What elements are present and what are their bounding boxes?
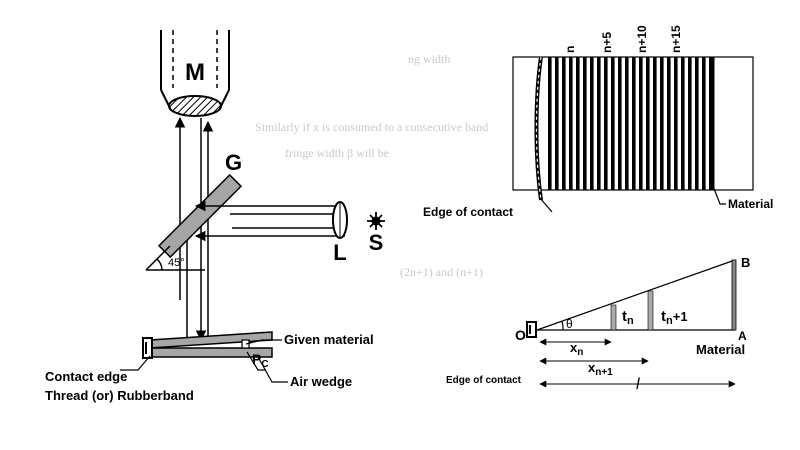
- air-wedge-label: Air wedge: [290, 374, 352, 389]
- fringe-label-n: n: [563, 46, 577, 53]
- dark-fringe: [576, 57, 580, 190]
- dark-fringe: [681, 57, 685, 190]
- thread-label: Thread (or) Rubberband: [45, 388, 194, 403]
- microscope-label: M: [185, 59, 205, 86]
- dark-fringe: [646, 57, 650, 190]
- wedge-top: [536, 259, 736, 331]
- dark-fringe: [611, 57, 615, 190]
- air-wedge-setup: M G L: [45, 30, 385, 403]
- dark-fringe: [583, 57, 587, 190]
- dark-fringe: [667, 57, 671, 190]
- dark-fringe: [653, 57, 657, 190]
- thread-band: [142, 337, 153, 359]
- background-text-2: fringe width β will be: [285, 146, 390, 160]
- dark-fringe: [639, 57, 643, 190]
- t-n1-label: tn+1: [661, 308, 688, 327]
- length-label: l: [636, 376, 640, 393]
- point-b-label: B: [741, 255, 750, 270]
- dark-fringe: [674, 57, 678, 190]
- t-n-label: tn: [622, 308, 634, 327]
- microscope: [160, 30, 230, 117]
- horizontal-beams: [194, 200, 345, 242]
- dark-fringe: [590, 57, 594, 190]
- source-label: S: [369, 230, 384, 255]
- theta-label: θ: [566, 317, 573, 331]
- background-text-3: (2n+1) and (n+1): [400, 265, 483, 279]
- dark-fringe: [548, 57, 552, 190]
- edge-of-contact-label: Edge of contact: [423, 205, 513, 219]
- dark-fringe: [702, 57, 706, 190]
- dark-fringe: [709, 57, 713, 190]
- thickness-t-n: [610, 304, 617, 331]
- dark-fringe: [618, 57, 622, 190]
- dark-fringe: [555, 57, 559, 190]
- dark-fringe: [597, 57, 601, 190]
- lens-label: L: [333, 240, 346, 265]
- angle-label: 45°: [168, 257, 185, 269]
- dark-fringe: [632, 57, 636, 190]
- sun-source-icon: [367, 212, 385, 230]
- contact-edge-label: Contact edge: [45, 369, 127, 384]
- contact-edge-icon: [526, 321, 537, 338]
- dark-fringe: [695, 57, 699, 190]
- plate-contact-label: PC: [252, 351, 269, 370]
- fringe-label-n5: n+5: [600, 32, 614, 53]
- fringe-lines: [548, 57, 713, 190]
- given-material-label: Given material: [284, 332, 374, 347]
- dark-fringe: [562, 57, 566, 190]
- material-bar: [731, 259, 737, 331]
- dark-fringe: [660, 57, 664, 190]
- fringe-label-n15: n+15: [669, 25, 683, 53]
- label-pointers: [120, 339, 288, 383]
- x-n1-label: xn+1: [588, 360, 613, 378]
- x-n-label: xn: [570, 340, 583, 358]
- given-material-strip: [241, 339, 250, 349]
- point-a-label: A: [738, 329, 747, 343]
- dark-fringe: [604, 57, 608, 190]
- background-text-1: Similarly if x is consumed to a consecut…: [255, 120, 489, 134]
- dark-fringe: [688, 57, 692, 190]
- fringe-material-label: Material: [728, 197, 773, 211]
- fringe-pattern: [512, 56, 754, 201]
- dimension-arrows: [539, 338, 736, 388]
- objective-lens: [168, 95, 222, 117]
- glass-plate-label: G: [225, 150, 242, 175]
- dark-fringe: [569, 57, 573, 190]
- wedge-geometry: [526, 259, 737, 388]
- wedge-edge-of-contact-label: Edge of contact: [446, 375, 522, 386]
- fringe-label-n10: n+10: [635, 25, 649, 53]
- glass-plate: [157, 173, 243, 259]
- dark-fringe: [625, 57, 629, 190]
- origin-label: O: [515, 327, 526, 343]
- thickness-t-n1: [647, 290, 654, 331]
- angle-marker: [145, 245, 205, 271]
- background-text-4: ng width: [408, 52, 451, 66]
- wedge-material-label: Material: [696, 342, 745, 357]
